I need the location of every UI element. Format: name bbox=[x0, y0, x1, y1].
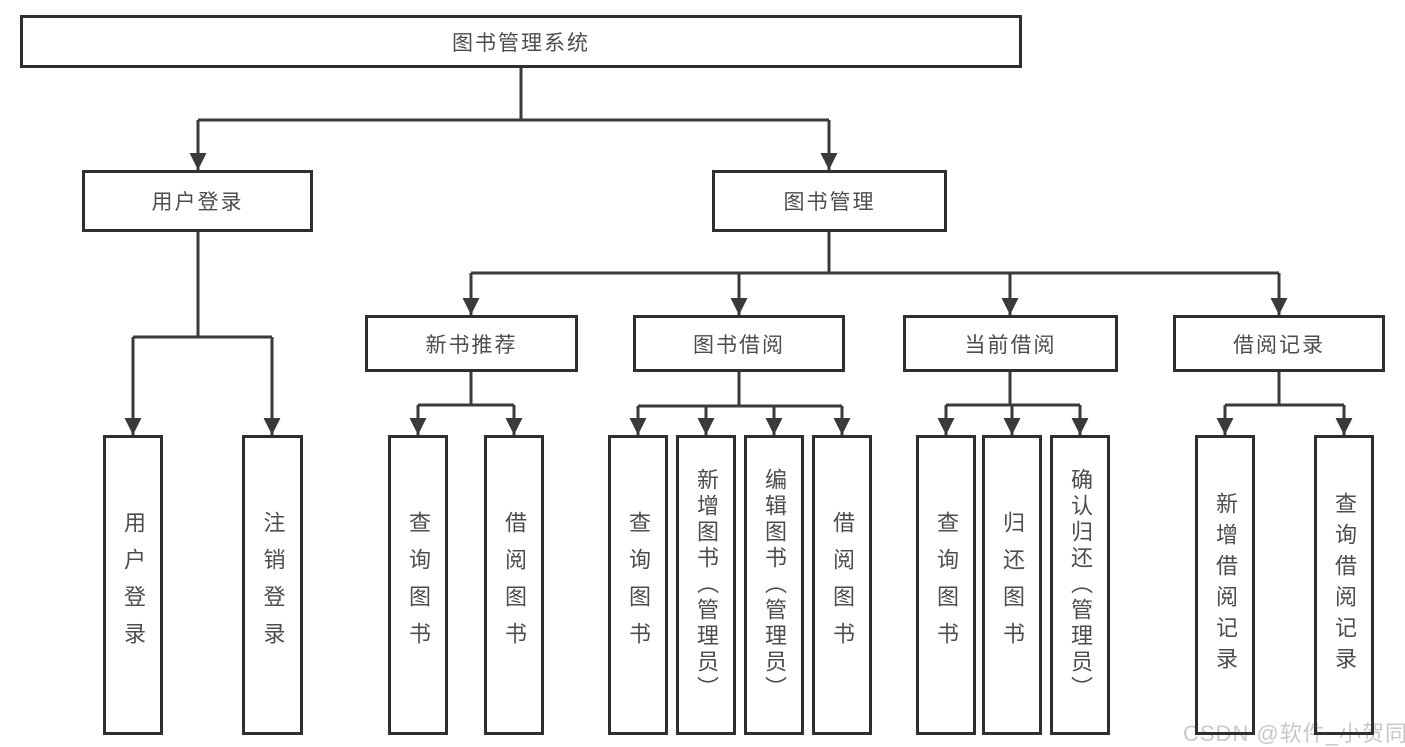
leaf-add-books-admin: 新增图书（管理员） bbox=[676, 435, 736, 735]
node-label: 图书借阅 bbox=[693, 333, 785, 357]
node-book-borrow: 图书借阅 bbox=[633, 315, 845, 372]
node-label: 注销登录 bbox=[260, 511, 286, 659]
node-label: 查询图书 bbox=[934, 511, 959, 659]
node-label: 查询图书 bbox=[406, 511, 431, 659]
leaf-add-borrow-record: 新增借阅记录 bbox=[1195, 435, 1255, 735]
node-label: 查询借阅记录 bbox=[1332, 492, 1357, 678]
node-user-login: 用户登录 bbox=[82, 170, 313, 232]
node-new-book-recommend: 新书推荐 bbox=[365, 315, 578, 372]
node-label: 新增图书（管理员） bbox=[694, 468, 719, 702]
node-label: 借阅图书 bbox=[502, 511, 527, 659]
node-label: 新书推荐 bbox=[425, 333, 518, 357]
leaf-query-books-1: 查询图书 bbox=[388, 435, 448, 735]
node-label: 新增借阅记录 bbox=[1213, 492, 1238, 678]
node-label: 归还图书 bbox=[1000, 511, 1025, 659]
node-current-borrow: 当前借阅 bbox=[903, 315, 1118, 372]
node-label: 借阅记录 bbox=[1233, 333, 1325, 357]
node-library-management-system: 图书管理系统 bbox=[20, 15, 1022, 68]
node-label: 用户登录 bbox=[151, 191, 244, 214]
node-borrow-records: 借阅记录 bbox=[1173, 315, 1385, 372]
node-label: 当前借阅 bbox=[964, 333, 1057, 357]
node-label: 图书管理系统 bbox=[452, 31, 590, 55]
leaf-borrow-books-1: 借阅图书 bbox=[484, 435, 544, 735]
node-label: 编辑图书（管理员） bbox=[762, 468, 787, 702]
node-label: 用户登录 bbox=[121, 511, 146, 659]
node-label: 确认归还（管理员） bbox=[1068, 468, 1093, 702]
leaf-edit-books-admin: 编辑图书（管理员） bbox=[744, 435, 804, 735]
leaf-user-login: 用户登录 bbox=[103, 435, 163, 735]
leaf-logout: 注销登录 bbox=[242, 435, 303, 735]
leaf-return-books: 归还图书 bbox=[982, 435, 1042, 735]
leaf-borrow-books-2: 借阅图书 bbox=[812, 435, 872, 735]
leaf-confirm-return-admin: 确认归还（管理员） bbox=[1050, 435, 1110, 735]
leaf-query-books-2: 查询图书 bbox=[608, 435, 668, 735]
node-label: 查询图书 bbox=[626, 511, 651, 659]
node-book-management: 图书管理 bbox=[712, 170, 947, 232]
leaf-query-books-3: 查询图书 bbox=[916, 435, 976, 735]
node-label: 图书管理 bbox=[783, 191, 876, 214]
node-label: 借阅图书 bbox=[830, 511, 855, 659]
leaf-query-borrow-record: 查询借阅记录 bbox=[1314, 435, 1374, 735]
